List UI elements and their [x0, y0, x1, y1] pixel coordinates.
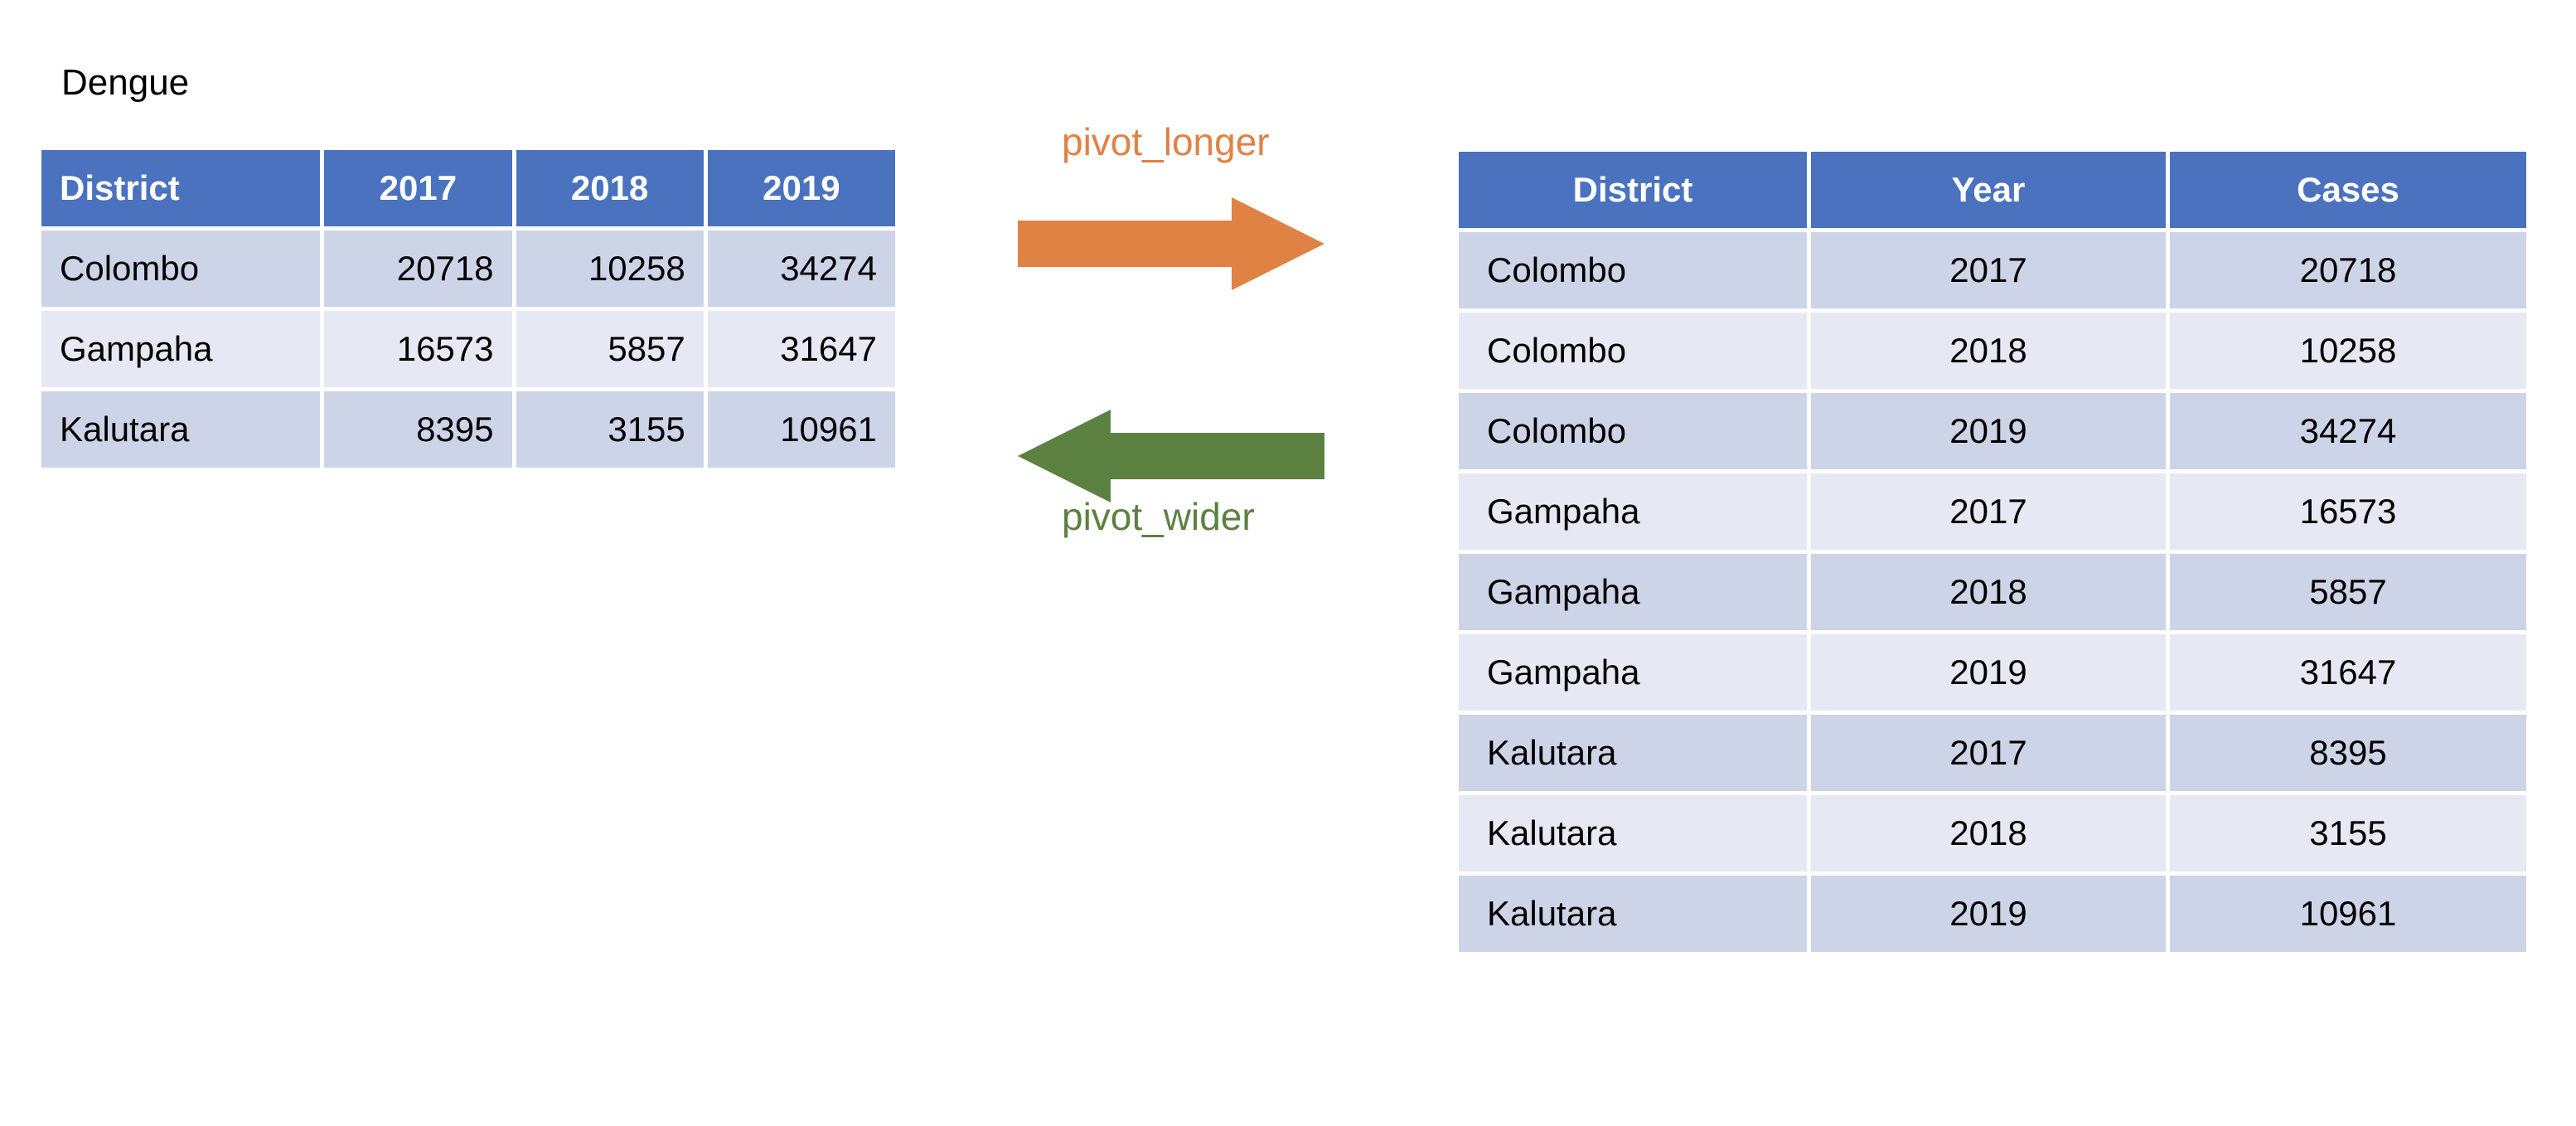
cell-district: Kalutara — [41, 391, 321, 468]
table-header-row: District 2017 2018 2019 — [41, 150, 895, 226]
cell-2019: 10961 — [707, 391, 895, 468]
cell-2017: 16573 — [324, 311, 512, 387]
cell-district: Colombo — [41, 231, 321, 307]
column-header-2019[interactable]: 2019 — [707, 150, 895, 226]
pivot-longer-label: pivot_longer — [1062, 120, 1270, 163]
cell-year: 2019 — [1811, 634, 2166, 711]
cell-year: 2018 — [1811, 554, 2166, 630]
cell-district: Kalutara — [1459, 715, 1807, 791]
table-row: Colombo 20718 10258 34274 — [41, 231, 895, 307]
cell-district: Kalutara — [1459, 795, 1807, 871]
cell-year: 2018 — [1811, 795, 2166, 871]
cell-2019: 34274 — [707, 231, 895, 307]
cell-cases: 5857 — [2170, 554, 2526, 630]
cell-2019: 31647 — [707, 311, 895, 387]
cell-district: Gampaha — [1459, 473, 1807, 550]
cell-year: 2018 — [1811, 313, 2166, 389]
cell-year: 2019 — [1811, 876, 2166, 952]
arrow-right-icon — [1018, 197, 1324, 290]
cell-district: Colombo — [1459, 393, 1807, 469]
dengue-table-title: Dengue — [61, 62, 190, 103]
column-header-district[interactable]: District — [1459, 152, 1807, 228]
cell-year: 2017 — [1811, 232, 2166, 308]
cell-cases: 31647 — [2170, 634, 2526, 711]
column-header-2018[interactable]: 2018 — [516, 150, 704, 226]
cell-cases: 3155 — [2170, 795, 2526, 871]
cell-district: Colombo — [1459, 232, 1807, 308]
pivot-wider-label: pivot_wider — [1062, 495, 1255, 538]
table-row: Kalutara 8395 3155 10961 — [41, 391, 895, 468]
cell-2018: 3155 — [516, 391, 704, 468]
cell-district: Gampaha — [1459, 634, 1807, 711]
column-header-district[interactable]: District — [41, 150, 321, 226]
wide-format-table: District 2017 2018 2019 Colombo 20718 10… — [37, 146, 899, 472]
cell-year: 2017 — [1811, 473, 2166, 550]
cell-district: Kalutara — [1459, 876, 1807, 952]
cell-cases: 10961 — [2170, 876, 2526, 952]
cell-2018: 10258 — [516, 231, 704, 307]
table-header-row: District Year Cases — [1459, 152, 2526, 228]
cell-2017: 20718 — [324, 231, 512, 307]
cell-year: 2017 — [1811, 715, 2166, 791]
cell-district: Gampaha — [1459, 554, 1807, 630]
cell-2018: 5857 — [516, 311, 704, 387]
cell-cases: 10258 — [2170, 313, 2526, 389]
cell-cases: 34274 — [2170, 393, 2526, 469]
cell-district: Colombo — [1459, 313, 1807, 389]
arrow-left-icon — [1018, 410, 1324, 502]
cell-cases: 8395 — [2170, 715, 2526, 791]
cell-year: 2019 — [1811, 393, 2166, 469]
cell-cases: 16573 — [2170, 473, 2526, 550]
column-header-year[interactable]: Year — [1811, 152, 2166, 228]
column-header-cases[interactable]: Cases — [2170, 152, 2526, 228]
cell-2017: 8395 — [324, 391, 512, 468]
column-header-2017[interactable]: 2017 — [324, 150, 512, 226]
cell-cases: 20718 — [2170, 232, 2526, 308]
cell-district: Gampaha — [41, 311, 321, 387]
table-row: Gampaha 16573 5857 31647 — [41, 311, 895, 387]
